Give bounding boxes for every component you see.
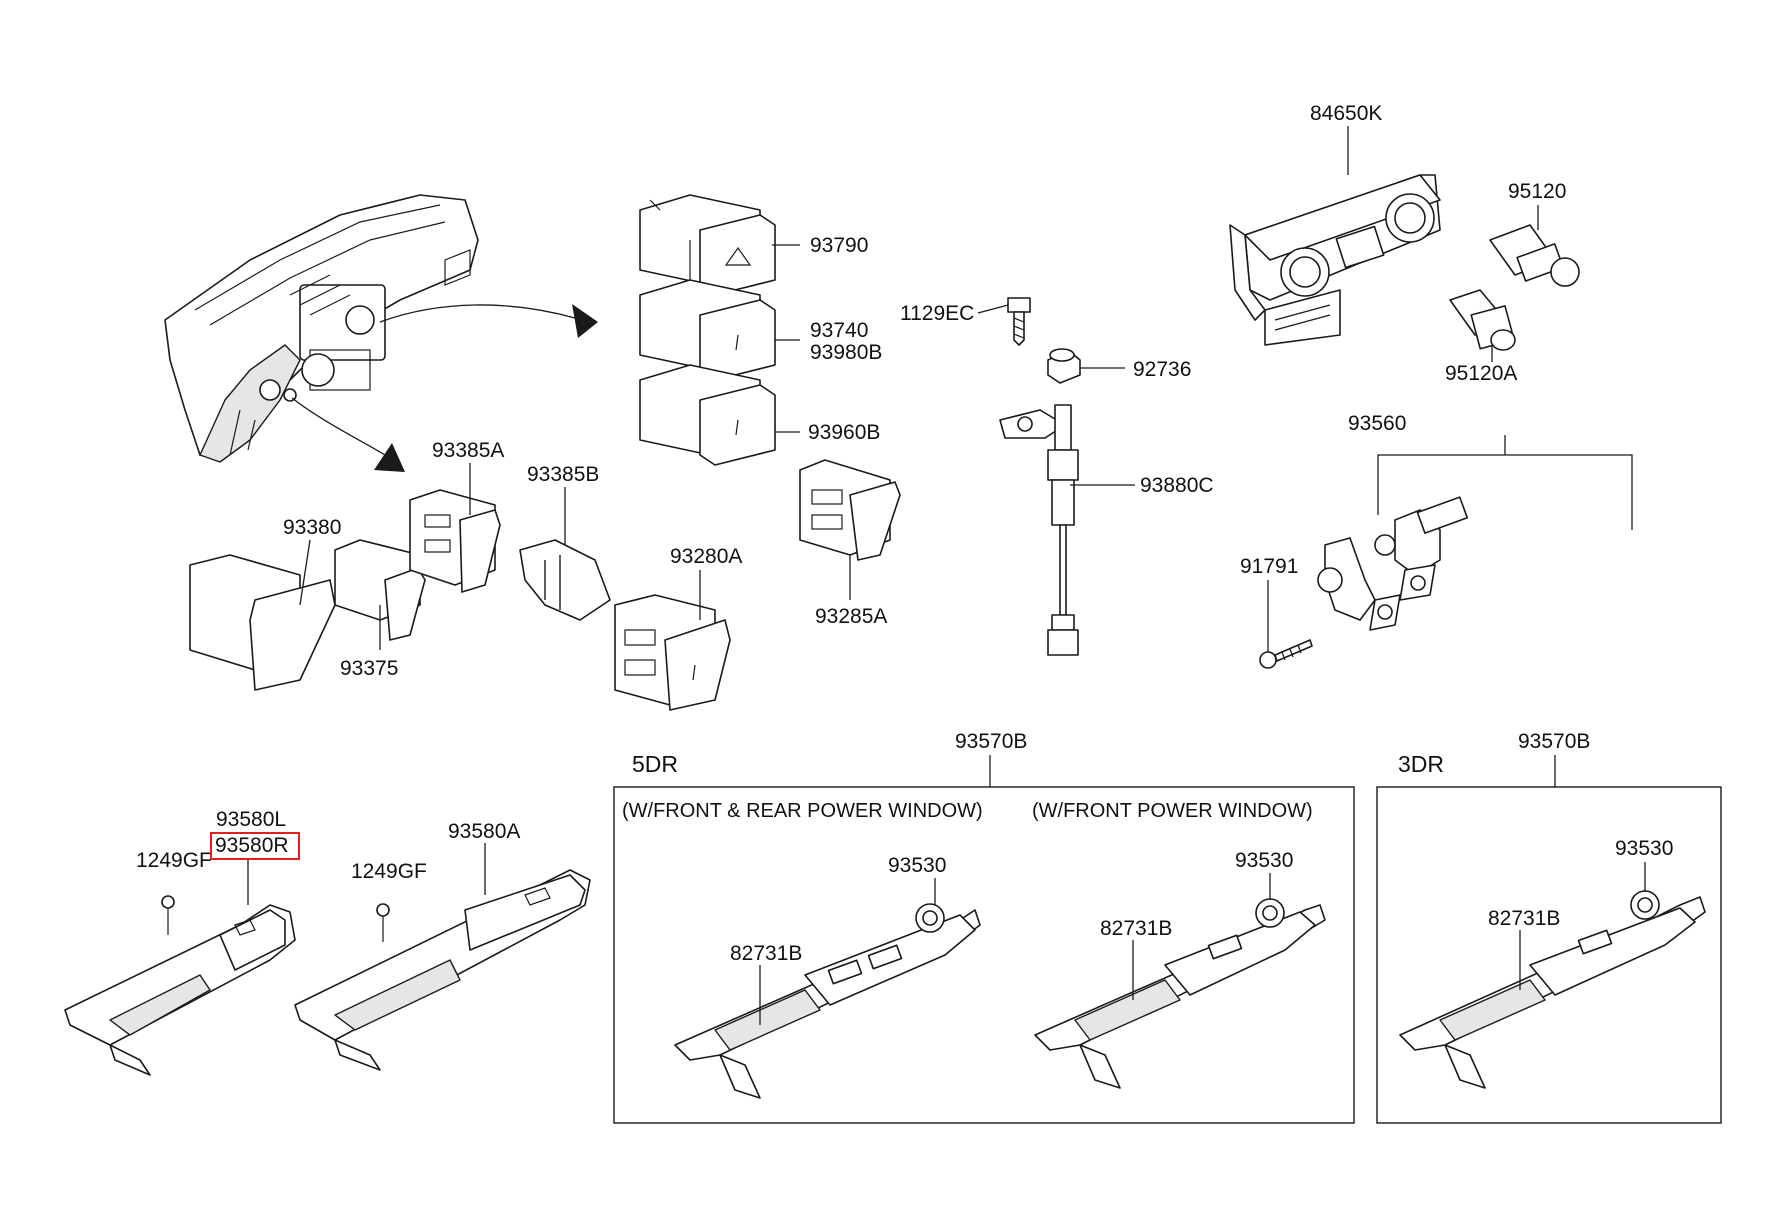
switch-93740: [639, 279, 776, 381]
label-93530-front-rear: 93530: [888, 854, 946, 877]
switch-93960B: [639, 364, 776, 466]
section-3dr: 3DR: [1398, 751, 1444, 777]
label-93740: 93740: [810, 319, 868, 342]
switch-93375: [334, 539, 426, 641]
switch-93285A: [799, 459, 901, 561]
label-93285A: 93285A: [815, 605, 887, 628]
label-84650K: 84650K: [1310, 102, 1382, 125]
label-93580R: 93580R: [215, 834, 289, 857]
section-5dr: 5DR: [632, 751, 678, 777]
arrow-to-switches-icon: [572, 304, 598, 338]
label-93980B: 93980B: [810, 341, 882, 364]
label-93375: 93375: [340, 657, 398, 680]
label-82731B-front: 82731B: [1100, 917, 1172, 940]
label-93530-3dr: 93530: [1615, 837, 1673, 860]
door-switch-93560: [1317, 496, 1469, 631]
socket-95120A: [1449, 289, 1516, 351]
sensor-93880C: [999, 404, 1079, 656]
screw-1249GF-right: [376, 903, 390, 942]
section-headings: 5DR 3DR (W/FRONT & REAR POWER WINDOW) (W…: [622, 751, 1444, 822]
arrow-to-lower-switches-icon: [374, 443, 405, 472]
label-93280A: 93280A: [670, 545, 742, 568]
subtitle-front-rear-window: (W/FRONT & REAR POWER WINDOW): [622, 800, 983, 822]
label-93790: 93790: [810, 234, 868, 257]
control-panel-84650K: [1229, 174, 1441, 346]
label-1249GF-left: 1249GF: [136, 849, 212, 872]
three-door-box: [1376, 786, 1722, 1124]
label-93580L: 93580L: [216, 808, 286, 831]
label-93385B: 93385B: [527, 463, 599, 486]
subtitle-front-window: (W/FRONT POWER WINDOW): [1032, 800, 1313, 822]
label-91791: 91791: [1240, 555, 1298, 578]
dashboard-arrows: [291, 304, 598, 472]
bolt-1129EC: [1007, 297, 1031, 346]
trim-panel-93580A: [294, 869, 591, 1071]
trim-panel-93580R: [64, 904, 296, 1076]
label-95120: 95120: [1508, 180, 1566, 203]
switch-93280A: [614, 594, 731, 711]
window-switch-panel-3dr: [1399, 890, 1706, 1089]
highlight-93580R: [210, 832, 300, 860]
window-switch-panel-front-only: [1034, 898, 1326, 1089]
label-1249GF-right: 1249GF: [351, 860, 427, 883]
switch-93385B: [519, 539, 611, 621]
label-93960B: 93960B: [808, 421, 880, 444]
switch-93385A: [409, 489, 501, 593]
label-93580A: 93580A: [448, 820, 520, 843]
window-switch-panel-front-rear: [674, 903, 981, 1099]
part-labels: 84650K 95120 95120A 93790 93740 93980B 9…: [136, 102, 1673, 965]
leader-lines: [247, 126, 1646, 1025]
label-93570B-3dr: 93570B: [1518, 730, 1590, 753]
five-door-box: [613, 786, 1355, 1124]
label-82731B-3dr: 82731B: [1488, 907, 1560, 930]
label-93385A: 93385A: [432, 439, 504, 462]
label-93570B-5dr: 93570B: [955, 730, 1027, 753]
label-82731B-front-rear: 82731B: [730, 942, 802, 965]
label-93560: 93560: [1348, 412, 1406, 435]
screw-1249GF-left: [161, 895, 175, 935]
label-93380: 93380: [283, 516, 341, 539]
label-95120A: 95120A: [1445, 362, 1517, 385]
cap-92736: [1047, 348, 1081, 384]
label-92736: 92736: [1133, 358, 1191, 381]
label-93530-front: 93530: [1235, 849, 1293, 872]
screw-91791: [1259, 639, 1313, 669]
socket-95120: [1489, 224, 1580, 287]
switch-93790: [639, 194, 776, 296]
label-1129EC: 1129EC: [900, 302, 974, 325]
label-93880C: 93880C: [1140, 474, 1214, 497]
dashboard-illustration: [164, 194, 479, 463]
switch-93380: [189, 554, 336, 691]
